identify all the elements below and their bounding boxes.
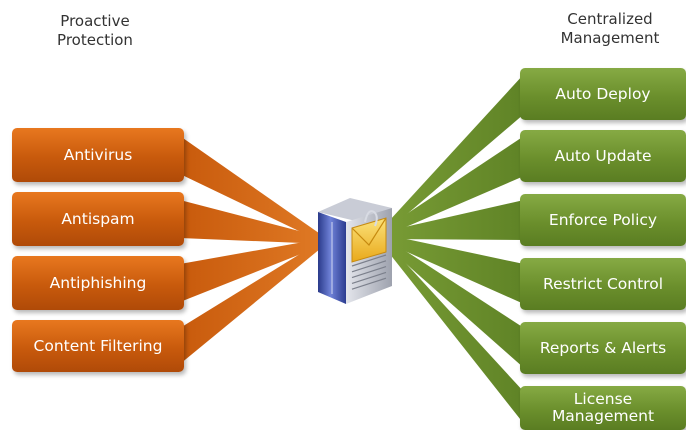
management-box-auto-update-label: Auto Update bbox=[554, 146, 652, 165]
management-box-enforce-policy: Enforce Policy bbox=[520, 194, 686, 246]
management-box-enforce-policy-label: Enforce Policy bbox=[548, 210, 658, 229]
protection-box-antispam: Antispam bbox=[12, 192, 184, 246]
mail-server-icon bbox=[318, 198, 392, 304]
protection-box-antiphishing: Antiphishing bbox=[12, 256, 184, 310]
protection-box-antispam-label: Antispam bbox=[61, 209, 135, 228]
connector-management-4 bbox=[378, 233, 524, 368]
proactive-protection-heading: Proactive Protection bbox=[57, 12, 133, 49]
management-box-restrict-control: Restrict Control bbox=[520, 258, 686, 310]
protection-box-content-filtering-label: Content Filtering bbox=[33, 336, 163, 355]
connector-management-1 bbox=[378, 136, 524, 239]
management-box-license-management: License Management bbox=[520, 386, 686, 430]
connector-protection-2 bbox=[180, 238, 326, 302]
protection-box-content-filtering: Content Filtering bbox=[12, 320, 184, 372]
protection-box-antivirus: Antivirus bbox=[12, 128, 184, 182]
connector-protection-1 bbox=[180, 200, 326, 244]
management-box-license-management-label: License Management bbox=[551, 390, 655, 425]
protection-box-antivirus-label: Antivirus bbox=[63, 145, 133, 164]
management-box-auto-deploy-label: Auto Deploy bbox=[555, 84, 651, 103]
connector-management-5 bbox=[378, 233, 524, 424]
management-box-reports-alerts-label: Reports & Alerts bbox=[539, 338, 667, 357]
management-box-auto-deploy: Auto Deploy bbox=[520, 68, 686, 120]
management-box-auto-update: Auto Update bbox=[520, 130, 686, 182]
centralized-management-heading: Centralized Management bbox=[560, 10, 660, 47]
connector-protection-0 bbox=[180, 136, 326, 244]
management-box-reports-alerts: Reports & Alerts bbox=[520, 322, 686, 374]
connector-management-0 bbox=[378, 74, 524, 239]
connector-management-3 bbox=[378, 233, 524, 304]
protection-box-antiphishing-label: Antiphishing bbox=[49, 273, 147, 292]
management-box-restrict-control-label: Restrict Control bbox=[543, 274, 663, 293]
connector-management-2 bbox=[378, 200, 524, 240]
connector-protection-3 bbox=[180, 238, 326, 364]
